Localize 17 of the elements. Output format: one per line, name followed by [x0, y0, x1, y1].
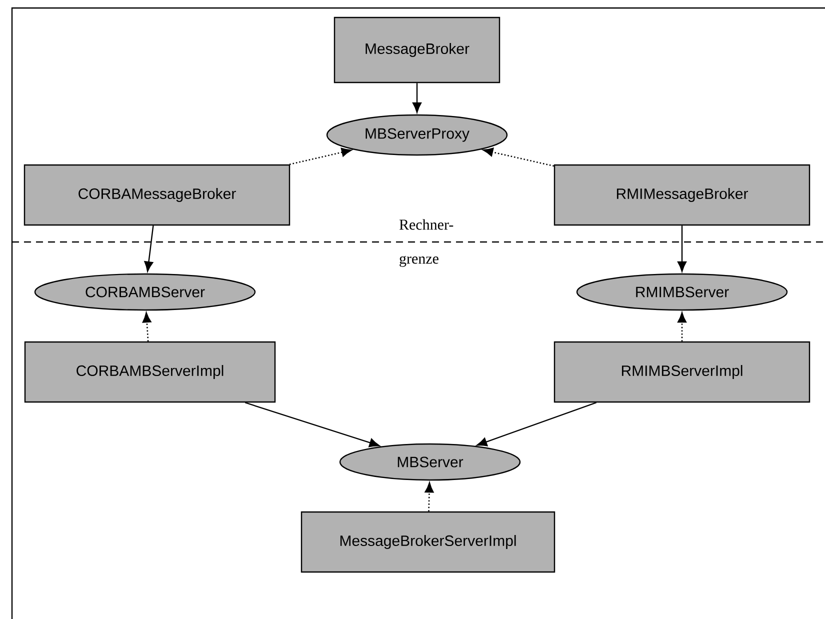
arrow [144, 226, 154, 272]
dotted-arrow [289, 148, 352, 166]
class-box: RMIMBServerImpl [554, 341, 810, 403]
arrow [678, 226, 686, 272]
arrow [476, 402, 597, 446]
class-box: MessageBroker [334, 16, 500, 84]
class-box: MessageBrokerServerImpl [300, 511, 556, 573]
class-box: CORBAMBServerImpl [24, 341, 276, 403]
class-box: CORBAMessageBroker [24, 164, 290, 226]
arrow [244, 402, 380, 448]
dotted-arrow [678, 312, 686, 342]
arrow [412, 83, 422, 113]
class-box: RMIMessageBroker [554, 164, 810, 226]
dotted-arrow [142, 312, 152, 342]
dotted-arrow [424, 482, 434, 512]
boundary-label: Rechner- grenze [399, 219, 454, 267]
dotted-arrow [482, 148, 554, 167]
